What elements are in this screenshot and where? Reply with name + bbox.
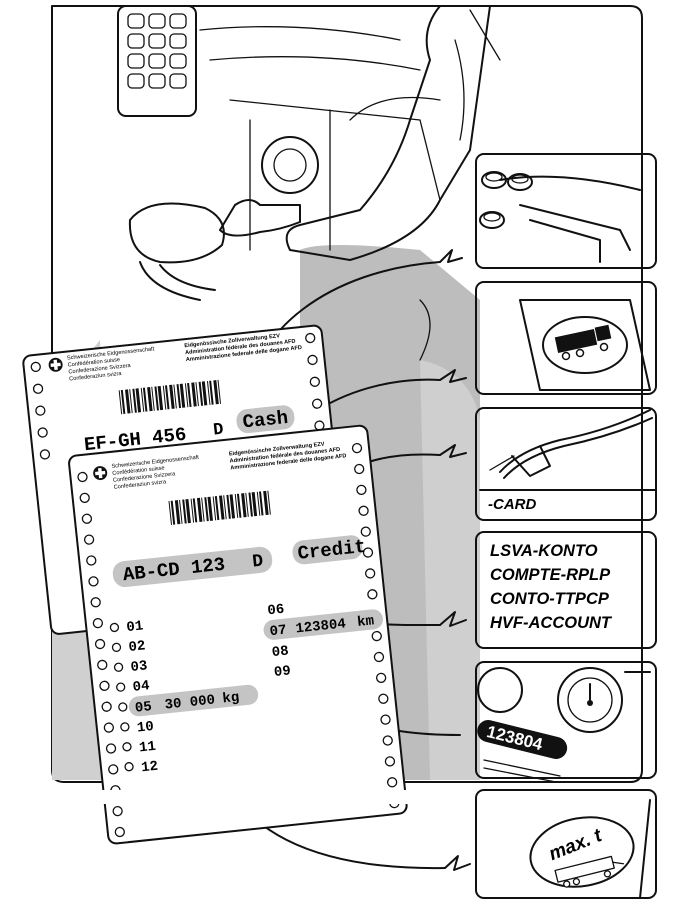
- feed-hole: [95, 639, 105, 649]
- weight-unit: kg: [222, 690, 240, 708]
- panel-card-reader: [476, 154, 656, 268]
- field-05: 05: [134, 699, 152, 717]
- field-11: 11: [138, 739, 156, 757]
- field-08: 08: [271, 643, 289, 661]
- feed-hole: [82, 514, 92, 524]
- panels: -CARD LSVA-KONTO COMPTE-RPLP CONTO-TTPCP…: [475, 154, 656, 898]
- feed-hole: [387, 777, 397, 787]
- feed-hole: [378, 694, 388, 704]
- person-coat: [287, 6, 490, 260]
- field-10: 10: [136, 719, 154, 737]
- panel-max-weight: max. t: [476, 790, 656, 898]
- feed-hole: [80, 493, 90, 503]
- keypad-keys: [128, 14, 186, 88]
- panel-fuel-card: -CARD: [476, 408, 656, 520]
- feed-hole: [106, 744, 116, 754]
- panel-odometer: 123804: [475, 662, 656, 782]
- feed-hole: [115, 827, 125, 837]
- field-06: 06: [267, 602, 285, 620]
- account-en: HVF-ACCOUNT: [490, 614, 613, 632]
- feed-hole: [104, 723, 114, 733]
- feed-hole: [365, 568, 375, 578]
- field-01: 01: [126, 618, 144, 636]
- form-front: Schweizerische Eidgenossenschaft Confédé…: [68, 425, 407, 844]
- feed-hole: [356, 485, 366, 495]
- keypad: [118, 6, 196, 116]
- feed-hole: [374, 652, 384, 662]
- field-04: 04: [132, 678, 150, 696]
- feed-hole: [86, 556, 96, 566]
- feed-hole: [89, 576, 99, 586]
- feed-hole: [91, 597, 101, 607]
- panel-accounts: LSVA-KONTO COMPTE-RPLP CONTO-TTPCP HVF-A…: [476, 532, 656, 648]
- truck-icon: [555, 325, 612, 360]
- field-07: 07: [269, 623, 287, 641]
- feed-hole: [97, 660, 107, 670]
- field-09: 09: [273, 663, 291, 681]
- feed-hole: [108, 764, 118, 774]
- feed-hole: [113, 806, 123, 816]
- feed-hole: [84, 535, 94, 545]
- feed-hole: [383, 736, 393, 746]
- feed-hole: [352, 443, 362, 453]
- feed-hole: [381, 715, 391, 725]
- feed-hole: [372, 631, 382, 641]
- card-label: -CARD: [488, 496, 536, 513]
- account-fr: COMPTE-RPLP: [490, 566, 611, 584]
- feed-hole: [93, 618, 103, 628]
- feed-hole: [376, 673, 386, 683]
- max-weight-label: max. t: [546, 825, 605, 865]
- person-hand: [220, 200, 300, 236]
- feed-hole: [385, 756, 395, 766]
- form-back-country: D: [212, 421, 224, 441]
- account-de: LSVA-KONTO: [490, 542, 598, 560]
- form-front-country: D: [251, 552, 264, 573]
- feed-hole: [359, 506, 369, 516]
- km-unit: km: [356, 613, 374, 631]
- feed-hole: [102, 702, 112, 712]
- feed-hole: [78, 472, 88, 482]
- card-reader: [130, 204, 224, 263]
- feed-hole: [354, 464, 364, 474]
- panel-truck-card: [476, 282, 656, 394]
- feed-hole: [100, 681, 110, 691]
- odometer-readout: 123804: [475, 718, 570, 762]
- field-02: 02: [128, 638, 146, 656]
- account-it: CONTO-TTPCP: [490, 590, 610, 608]
- field-03: 03: [130, 658, 148, 676]
- field-12: 12: [140, 759, 158, 777]
- feed-hole: [367, 589, 377, 599]
